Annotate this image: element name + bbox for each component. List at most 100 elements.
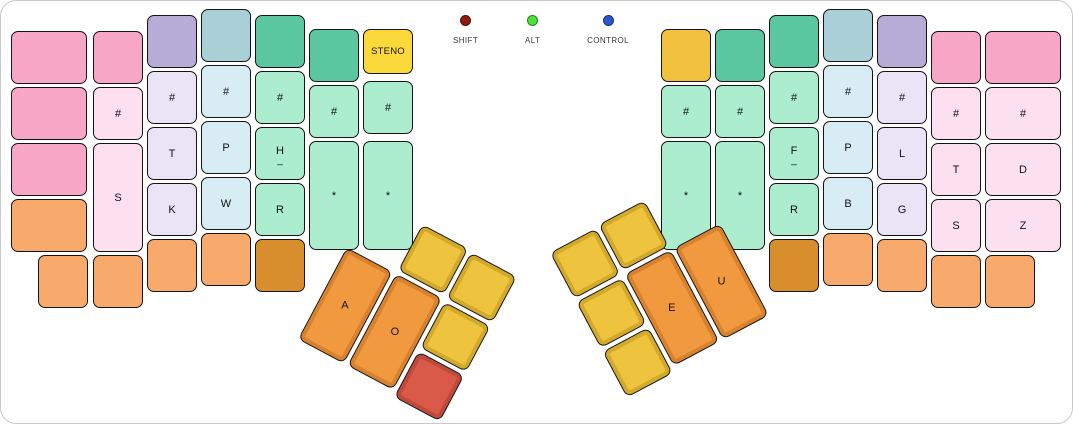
key-label: E bbox=[668, 302, 675, 314]
key-blank[interactable] bbox=[147, 15, 197, 68]
key-hash[interactable]: # bbox=[255, 71, 305, 124]
key-hash[interactable]: # bbox=[661, 85, 711, 138]
key-hash[interactable]: # bbox=[201, 65, 251, 118]
key-blank[interactable] bbox=[309, 29, 359, 82]
key-blank[interactable] bbox=[931, 31, 981, 84]
key-f[interactable]: F_ bbox=[769, 127, 819, 180]
key-letter: F bbox=[790, 144, 798, 157]
key-blank[interactable] bbox=[877, 15, 927, 68]
key-h[interactable]: H_ bbox=[255, 127, 305, 180]
key-star[interactable]: * bbox=[363, 141, 413, 250]
key-letter: # bbox=[682, 105, 690, 118]
key-blank[interactable] bbox=[985, 31, 1061, 84]
key-letter: * bbox=[737, 189, 743, 202]
indicator-shift: SHIFT bbox=[453, 15, 478, 45]
key-blank[interactable] bbox=[823, 233, 873, 286]
key-blank[interactable] bbox=[661, 29, 711, 82]
key-letter: S bbox=[114, 191, 122, 204]
key-r[interactable]: R bbox=[769, 183, 819, 236]
key-blank[interactable] bbox=[715, 29, 765, 82]
key-w[interactable]: W bbox=[201, 177, 251, 230]
key-blank[interactable] bbox=[201, 9, 251, 62]
key-s[interactable]: S bbox=[931, 199, 981, 252]
key-hash[interactable]: # bbox=[769, 71, 819, 124]
key-blank[interactable] bbox=[201, 233, 251, 286]
key-hash[interactable]: # bbox=[147, 71, 197, 124]
key-label: # bbox=[169, 92, 175, 104]
key-letter: # bbox=[222, 85, 230, 98]
key-blank[interactable] bbox=[11, 199, 87, 252]
key-letter: O bbox=[390, 325, 399, 338]
key-letter: # bbox=[898, 91, 906, 104]
key-steno[interactable]: STENO bbox=[363, 29, 413, 74]
key-hash[interactable]: # bbox=[93, 87, 143, 140]
key-r[interactable]: R bbox=[255, 183, 305, 236]
key-letter: P bbox=[222, 141, 230, 154]
key-letter: G bbox=[897, 203, 907, 216]
key-g[interactable]: G bbox=[877, 183, 927, 236]
key-t[interactable]: T bbox=[931, 143, 981, 196]
key-p[interactable]: P bbox=[823, 121, 873, 174]
key-blank[interactable] bbox=[11, 87, 87, 140]
key-letter: T bbox=[168, 147, 176, 160]
indicator-label: ALT bbox=[524, 36, 541, 45]
key-label: # bbox=[1020, 108, 1026, 120]
key-label: * bbox=[738, 190, 742, 202]
key-label: O bbox=[390, 326, 399, 338]
key-label: STENO bbox=[371, 46, 405, 58]
key-label: R bbox=[276, 204, 284, 216]
key-blank[interactable] bbox=[93, 255, 143, 308]
key-hash[interactable]: # bbox=[877, 71, 927, 124]
key-blank[interactable] bbox=[147, 239, 197, 292]
alt-led-icon bbox=[527, 15, 539, 26]
key-label: # bbox=[899, 92, 905, 104]
key-letter: * bbox=[331, 189, 337, 202]
key-label: # bbox=[277, 92, 283, 104]
key-letter: # bbox=[952, 107, 960, 120]
key-label: # bbox=[791, 92, 797, 104]
key-z[interactable]: Z bbox=[985, 199, 1061, 252]
key-blank[interactable] bbox=[823, 9, 873, 62]
key-blank[interactable] bbox=[985, 255, 1035, 308]
key-blank[interactable] bbox=[931, 255, 981, 308]
key-hash[interactable]: # bbox=[985, 87, 1061, 140]
key-letter: U bbox=[717, 275, 726, 288]
modifier-indicators: SHIFT ALT CONTROL bbox=[453, 15, 629, 45]
key-b[interactable]: B bbox=[823, 177, 873, 230]
key-blank[interactable] bbox=[93, 31, 143, 84]
key-blank[interactable] bbox=[11, 143, 87, 196]
key-star[interactable]: * bbox=[309, 141, 359, 250]
key-label: W bbox=[221, 198, 231, 210]
key-s[interactable]: S bbox=[93, 143, 143, 252]
key-label: # bbox=[845, 86, 851, 98]
key-blank[interactable] bbox=[769, 239, 819, 292]
key-label: P bbox=[222, 142, 229, 154]
key-d[interactable]: D bbox=[985, 143, 1061, 196]
key-letter: # bbox=[790, 91, 798, 104]
key-blank[interactable] bbox=[255, 15, 305, 68]
key-letter: # bbox=[276, 91, 284, 104]
key-label: T bbox=[953, 164, 960, 176]
key-l[interactable]: L bbox=[877, 127, 927, 180]
key-t[interactable]: T bbox=[147, 127, 197, 180]
key-blank[interactable] bbox=[11, 31, 87, 84]
key-hash[interactable]: # bbox=[931, 87, 981, 140]
key-hash[interactable]: # bbox=[715, 85, 765, 138]
key-p[interactable]: P bbox=[201, 121, 251, 174]
key-blank[interactable] bbox=[38, 255, 88, 308]
key-blank[interactable] bbox=[255, 239, 305, 292]
shift-led-icon bbox=[460, 15, 472, 26]
key-label: S bbox=[952, 220, 959, 232]
key-hash[interactable]: # bbox=[309, 85, 359, 138]
key-hash[interactable]: # bbox=[363, 81, 413, 134]
key-hash[interactable]: # bbox=[823, 65, 873, 118]
indicator-label: CONTROL bbox=[587, 36, 629, 45]
key-label: A bbox=[342, 300, 349, 312]
key-blank[interactable] bbox=[877, 239, 927, 292]
key-letter: T bbox=[952, 163, 960, 176]
key-letter: D bbox=[1019, 163, 1027, 176]
key-label: T bbox=[169, 148, 176, 160]
key-k[interactable]: K bbox=[147, 183, 197, 236]
key-blank[interactable] bbox=[769, 15, 819, 68]
